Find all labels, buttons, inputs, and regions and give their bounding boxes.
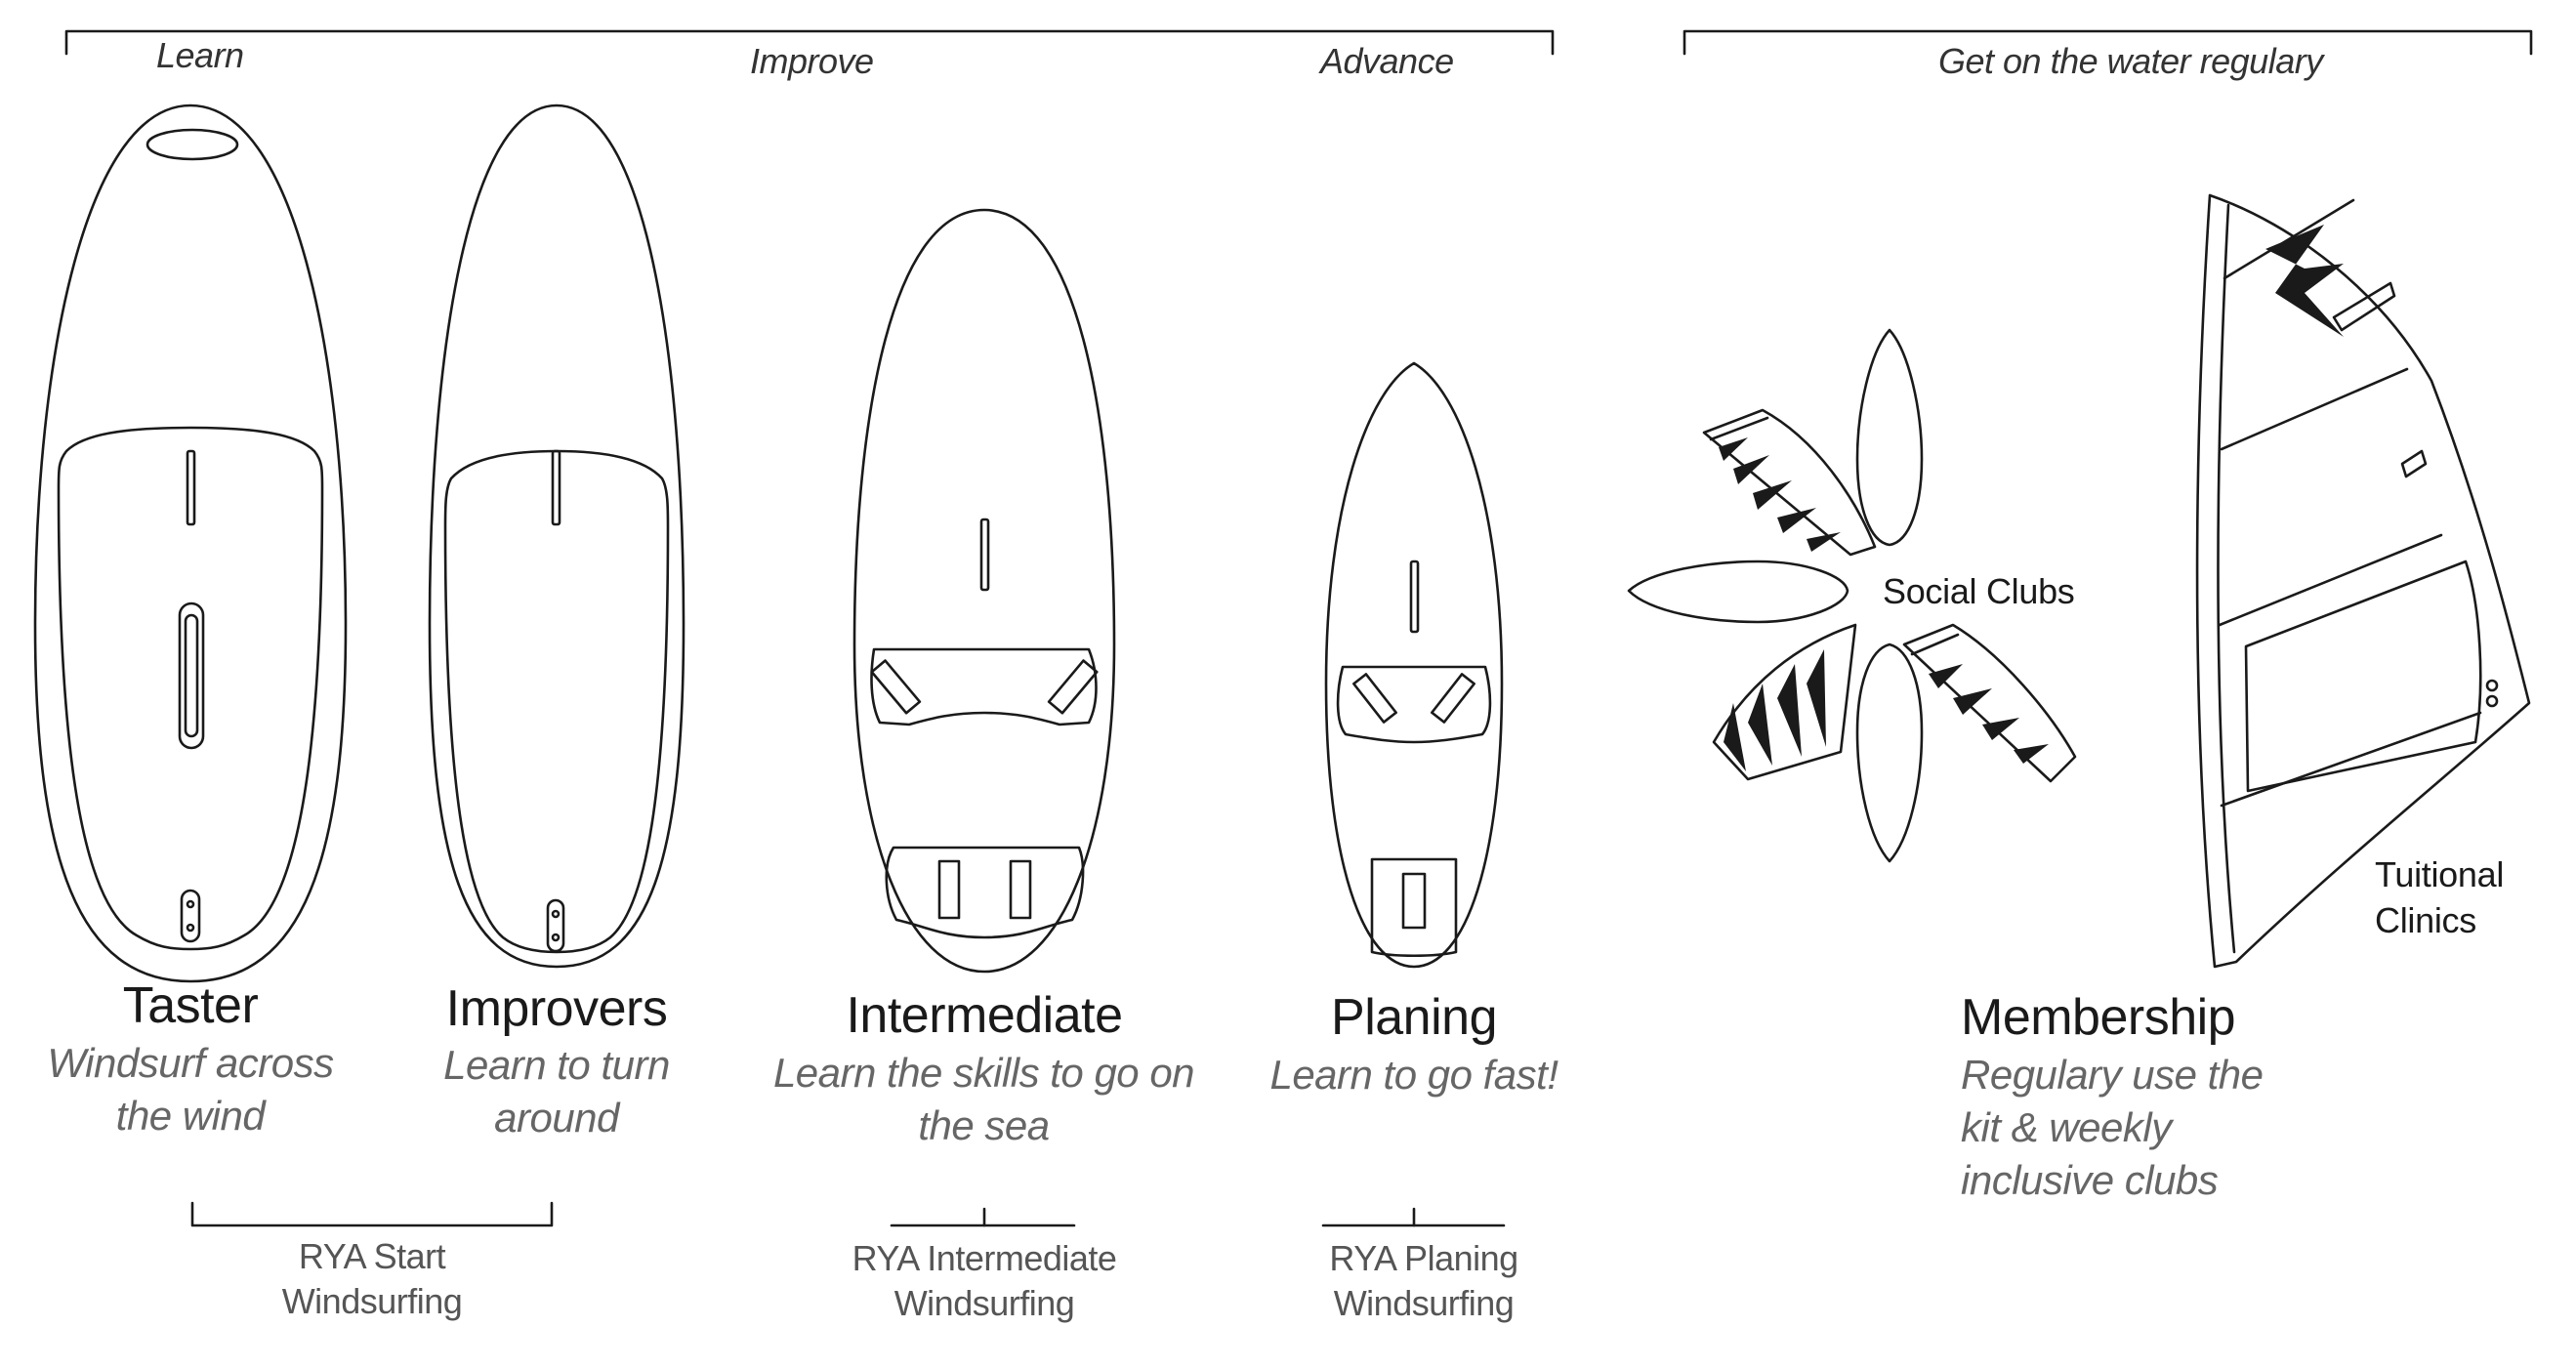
social-clubs-flower-icon — [1627, 328, 2077, 863]
phase-learn-label: Learn — [156, 35, 244, 75]
phase-regular-label: Get on the water regulary — [1938, 41, 2323, 81]
stage-intermediate-subtitle-line1: Learn the skills to go on — [772, 1050, 1195, 1096]
stage-intermediate-title: Intermediate — [846, 987, 1123, 1044]
stage-planing-subtitle-line1: Learn to go fast! — [1269, 1052, 1558, 1098]
stage-taster-subtitle-line2: the wind — [115, 1093, 266, 1139]
planing-board-icon — [1324, 361, 1504, 969]
course-rya-planing-line2: Windsurfing — [1333, 1283, 1515, 1323]
bracket-learning-path — [64, 29, 1555, 56]
stage-improvers-subtitle-line1: Learn to turn — [443, 1042, 670, 1088]
beginner-board-icon — [33, 104, 348, 983]
membership-title: Membership — [1961, 989, 2236, 1046]
tuitional-clinics-label-line1: Tuitional — [2375, 854, 2505, 894]
stage-improvers-title: Improvers — [445, 980, 668, 1037]
social-clubs-label: Social Clubs — [1883, 571, 2075, 611]
course-rya-intermediate-line2: Windsurfing — [893, 1283, 1075, 1323]
stage-taster-subtitle-line1: Windsurf across — [47, 1040, 334, 1086]
membership-desc-line3: inclusive clubs — [1961, 1157, 2219, 1203]
bracket-rya-intermediate — [890, 1207, 1076, 1227]
stage-improvers-subtitle-line2: around — [494, 1095, 619, 1141]
improver-board-icon — [428, 104, 686, 969]
course-rya-planing-line1: RYA Planing — [1329, 1238, 1518, 1278]
tuitional-clinics-sail-icon — [2195, 193, 2531, 969]
bracket-rya-start — [190, 1201, 554, 1227]
bracket-rya-planing — [1321, 1207, 1506, 1227]
membership-desc-line2: kit & weekly — [1961, 1104, 2172, 1150]
stage-planing-title: Planing — [1331, 989, 1497, 1046]
membership-desc-line1: Regulary use the — [1961, 1052, 2264, 1098]
bracket-membership — [1683, 29, 2533, 56]
course-rya-intermediate-line1: RYA Intermediate — [852, 1238, 1117, 1278]
phase-improve-label: Improve — [750, 41, 874, 81]
phase-advance-label: Advance — [1320, 41, 1454, 81]
stage-taster-title: Taster — [122, 977, 259, 1034]
intermediate-board-icon — [852, 208, 1116, 974]
course-rya-start-line2: Windsurfing — [281, 1281, 463, 1321]
stage-intermediate-subtitle-line2: the sea — [918, 1102, 1050, 1148]
course-rya-start-line1: RYA Start — [298, 1236, 446, 1276]
tuitional-clinics-label-line2: Clinics — [2375, 900, 2476, 940]
